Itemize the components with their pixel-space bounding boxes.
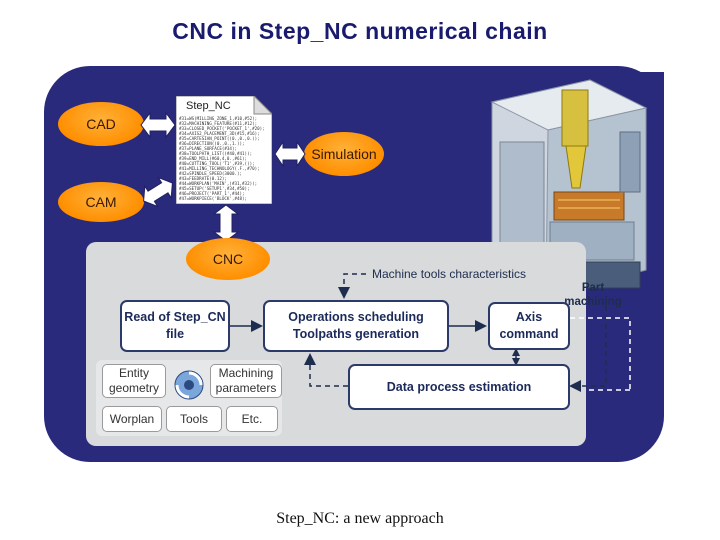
cam-node: CAM [58, 182, 144, 222]
stepnc-file-document: #31=WS(MILLING_ZONE_1,#10,#52);#32=MACHI… [176, 96, 272, 204]
doc-code-line: #42=SPINDLE_SPEED(3000.); [179, 171, 242, 176]
doc-code-line: #45=SETUP('SETUP1',#34,#50); [179, 186, 250, 191]
cad-doc-arrow [140, 111, 176, 139]
etc-box: Etc. [226, 406, 278, 432]
operations-box: Operations scheduling Toolpaths generati… [263, 300, 449, 352]
doc-code-line: #32=MACHINING_FEATURE(#11,#12); [179, 121, 257, 126]
footer-caption: Step_NC: a new approach [276, 510, 444, 527]
part-machining-label: Part machining [564, 282, 622, 308]
doc-simulation-arrow [274, 140, 306, 168]
cnc-node: CNC [186, 238, 270, 280]
doc-code-line: #34=AXIS2_PLACEMENT_3D(#15,#16); [179, 131, 260, 136]
doc-code-line: #35=CARTESIAN_POINT((0.,0.,0.)); [179, 136, 260, 141]
doc-code-line: #33=CLOSED_POCKET('POCKET_1',#20); [179, 126, 265, 131]
doc-code-line: #37=PLANE_SURFACE(#34); [179, 146, 237, 151]
workplan-box: Worplan [102, 406, 162, 432]
read-stepnc-box: Read of Step_CN file [120, 300, 230, 352]
doc-code-line: #43=FEEDRATE(0.12); [179, 176, 227, 181]
doc-code-line: #31=WS(MILLING_ZONE_1,#10,#52); [179, 116, 257, 121]
doc-code-line: #47=WORKPIECE('BLOCK',#48); [179, 196, 247, 201]
slide-title: CNC in Step_NC numerical chain [172, 18, 548, 44]
doc-code-line: #39=END_MILL(#60,4,0.,#61); [179, 156, 247, 161]
doc-code-line: #46=PROJECT('PART_1',#44); [179, 191, 245, 196]
machine-tools-characteristics-label: Machine tools characteristics [372, 267, 527, 281]
axis-command-box: Axis command [488, 302, 570, 350]
doc-code-line: #41=MILLING_TECHNOLOGY(.F.,#70); [179, 166, 260, 171]
doc-code-line: #40=CUTTING_TOOL('T1',#39,()); [179, 161, 255, 166]
stepnc-file-label: Step_NC [186, 100, 231, 112]
cycle-icon [174, 370, 204, 400]
cam-doc-arrow [143, 176, 173, 208]
doc-code-line: #36=DIRECTION((0.,0.,1.)); [179, 141, 245, 146]
cad-node: CAD [58, 102, 144, 146]
tools-box: Tools [166, 406, 222, 432]
simulation-node: Simulation [304, 132, 384, 176]
doc-code-line: #44=WORKPLAN('MAIN',(#31,#32)); [179, 181, 257, 186]
data-process-box: Data process estimation [348, 364, 570, 410]
doc-code-line: #38=TOOLPATH_LIST((#40,#41)); [179, 151, 252, 156]
machining-parameters-box: Machining parameters [210, 364, 282, 398]
entity-geometry-box: Entity geometry [102, 364, 166, 398]
